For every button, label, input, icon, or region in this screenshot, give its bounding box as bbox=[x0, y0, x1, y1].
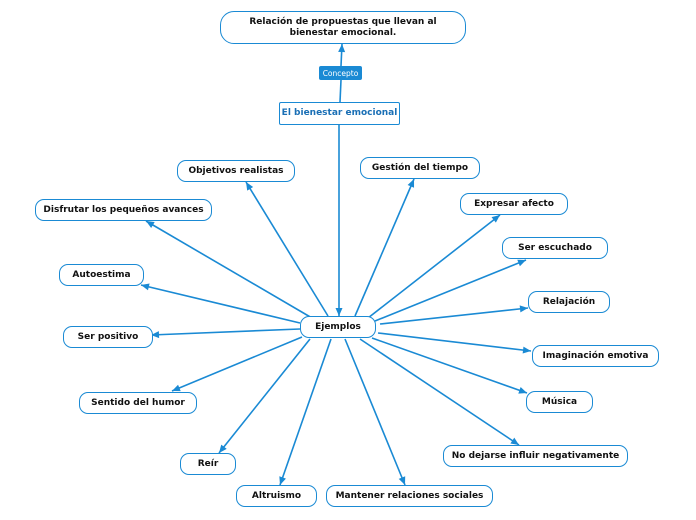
example-label: Mantener relaciones sociales bbox=[335, 490, 484, 501]
arrow-head bbox=[510, 437, 519, 445]
connector-line bbox=[379, 307, 529, 325]
arrow-head bbox=[398, 476, 406, 485]
example-node[interactable]: No dejarse influir negativamente bbox=[443, 445, 628, 467]
example-node[interactable]: Relajación bbox=[528, 291, 610, 313]
example-node[interactable]: Reír bbox=[180, 453, 236, 475]
connector-line bbox=[344, 338, 406, 486]
example-node[interactable]: Ser escuchado bbox=[502, 237, 608, 259]
concepto-label-text: Concepto bbox=[322, 68, 359, 78]
connector-line bbox=[140, 284, 301, 324]
connector-line bbox=[218, 338, 311, 454]
example-label: No dejarse influir negativamente bbox=[451, 450, 620, 461]
example-label: Reír bbox=[197, 458, 219, 469]
example-node[interactable]: Sentido del humor bbox=[79, 392, 197, 414]
connector-line bbox=[377, 332, 532, 352]
hub-node-text: Ejemplos bbox=[315, 321, 361, 332]
arrow-head bbox=[146, 221, 155, 229]
main-node-text: El bienestar emocional bbox=[281, 108, 398, 118]
arrow-head bbox=[407, 179, 415, 188]
connector-line bbox=[245, 181, 329, 317]
example-node[interactable]: Autoestima bbox=[59, 264, 144, 286]
example-label: Ser escuchado bbox=[518, 242, 592, 253]
arrow-head bbox=[172, 384, 181, 392]
example-node[interactable]: Mantener relaciones sociales bbox=[326, 485, 493, 507]
concepto-label: Concepto bbox=[319, 66, 362, 80]
connector-line bbox=[371, 337, 528, 394]
example-label: Gestión del tiempo bbox=[371, 162, 469, 173]
example-label: Sentido del humor bbox=[91, 397, 185, 408]
arrow-head bbox=[491, 215, 500, 223]
example-node[interactable]: Imaginación emotiva bbox=[532, 345, 659, 367]
connector-line bbox=[367, 214, 501, 319]
connector-line bbox=[145, 220, 313, 319]
connector-line bbox=[359, 338, 520, 446]
arrow-head bbox=[517, 259, 526, 267]
title-node[interactable]: Relación de propuestas que llevan al bie… bbox=[220, 11, 466, 44]
arrow-head bbox=[519, 305, 528, 313]
main-node[interactable]: El bienestar emocional bbox=[279, 102, 400, 125]
example-label: Autoestima bbox=[72, 269, 131, 280]
arrow-head bbox=[246, 182, 254, 191]
arrow-head bbox=[335, 308, 343, 316]
example-node[interactable]: Disfrutar los pequeños avances bbox=[35, 199, 212, 221]
example-node[interactable]: Altruismo bbox=[236, 485, 317, 507]
example-label: Imaginación emotiva bbox=[542, 350, 649, 361]
connector-line bbox=[374, 259, 527, 322]
connector-line bbox=[354, 178, 415, 317]
connector-line bbox=[279, 338, 332, 486]
arrow-head bbox=[522, 346, 531, 354]
example-label: Objetivos realistas bbox=[188, 165, 284, 176]
example-node[interactable]: Gestión del tiempo bbox=[360, 157, 480, 179]
connector-line bbox=[339, 79, 342, 103]
example-label: Ser positivo bbox=[77, 331, 139, 342]
arrow-head bbox=[338, 44, 346, 53]
example-label: Expresar afecto bbox=[474, 198, 554, 209]
arrow-head bbox=[518, 387, 527, 394]
hub-node[interactable]: Ejemplos bbox=[300, 316, 376, 338]
title-text: Relación de propuestas que llevan al bie… bbox=[249, 16, 437, 38]
arrow-head bbox=[151, 331, 160, 339]
connector-line bbox=[150, 328, 301, 336]
example-node[interactable]: Ser positivo bbox=[63, 326, 153, 348]
example-node[interactable]: Objetivos realistas bbox=[177, 160, 295, 182]
example-label: Altruismo bbox=[251, 490, 302, 501]
example-label: Música bbox=[541, 396, 578, 407]
connector-line bbox=[171, 336, 303, 392]
example-label: Relajación bbox=[542, 296, 596, 307]
arrow-head bbox=[279, 476, 286, 485]
arrow-head bbox=[219, 444, 227, 453]
arrow-head bbox=[141, 283, 150, 291]
example-label: Disfrutar los pequeños avances bbox=[43, 204, 204, 215]
example-node[interactable]: Música bbox=[526, 391, 593, 413]
example-node[interactable]: Expresar afecto bbox=[460, 193, 568, 215]
